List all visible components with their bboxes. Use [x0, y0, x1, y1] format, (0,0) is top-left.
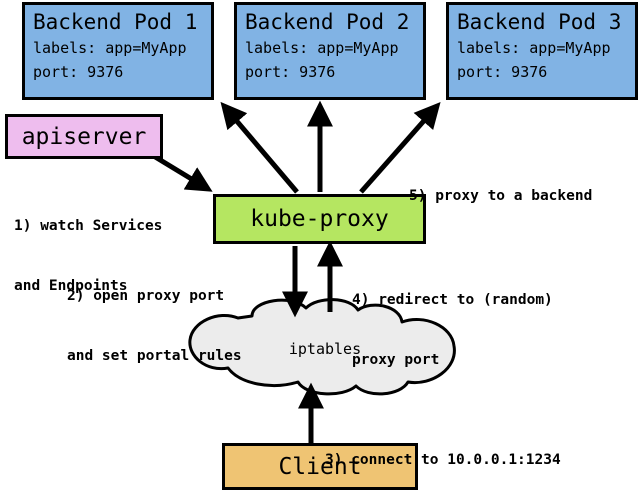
client-label: Client — [278, 453, 362, 480]
step-4-line-2: proxy port — [352, 352, 440, 368]
step-3-label: 3) connect to 10.0.0.1:1234 — [325, 410, 561, 494]
step-2-line-1: 2) open proxy port — [67, 288, 225, 304]
step-5-line-1: 5) proxy to a backend — [409, 188, 593, 204]
step-4-line-1: 4) redirect to (random) — [352, 292, 553, 308]
pod-3-labels: labels: app=MyApp — [457, 39, 611, 57]
pod-2-title: Backend Pod 2 — [245, 10, 410, 34]
step-3-line-1: 3) connect to 10.0.0.1:1234 — [325, 452, 561, 468]
client-node[interactable]: Client — [222, 443, 418, 490]
step-2-label: 2) open proxy port and set portal rules — [67, 246, 242, 406]
pod-1-port: port: 9376 — [33, 63, 124, 81]
step-1-line-2: and Endpoints — [14, 278, 128, 294]
pod-2-port: port: 9376 — [245, 63, 336, 81]
pod-3-port: port: 9376 — [457, 63, 548, 81]
backend-pod-1[interactable]: Backend Pod 1 labels: app=MyApp port: 93… — [22, 2, 214, 100]
step-1-line-1: 1) watch Services — [14, 218, 163, 234]
kube-proxy-node[interactable]: kube-proxy — [213, 194, 426, 244]
kube-proxy-label: kube-proxy — [250, 206, 389, 232]
apiserver-label: apiserver — [21, 123, 147, 150]
iptables-cloud — [188, 298, 456, 396]
backend-pod-2[interactable]: Backend Pod 2 labels: app=MyApp port: 93… — [234, 2, 426, 100]
step-1-label: 1) watch Services and Endpoints — [14, 176, 162, 336]
pod-3-title: Backend Pod 3 — [457, 10, 622, 34]
apiserver-node[interactable]: apiserver — [5, 114, 163, 159]
pod-2-labels: labels: app=MyApp — [245, 39, 399, 57]
step-2-line-2: and set portal rules — [67, 348, 242, 364]
step-5-label: 5) proxy to a backend — [409, 146, 592, 246]
iptables-label: iptables — [288, 340, 362, 358]
backend-pod-3[interactable]: Backend Pod 3 labels: app=MyApp port: 93… — [446, 2, 638, 100]
pod-1-labels: labels: app=MyApp — [33, 39, 187, 57]
pod-1-title: Backend Pod 1 — [33, 10, 198, 34]
step-4-label: 4) redirect to (random) proxy port — [352, 250, 553, 410]
